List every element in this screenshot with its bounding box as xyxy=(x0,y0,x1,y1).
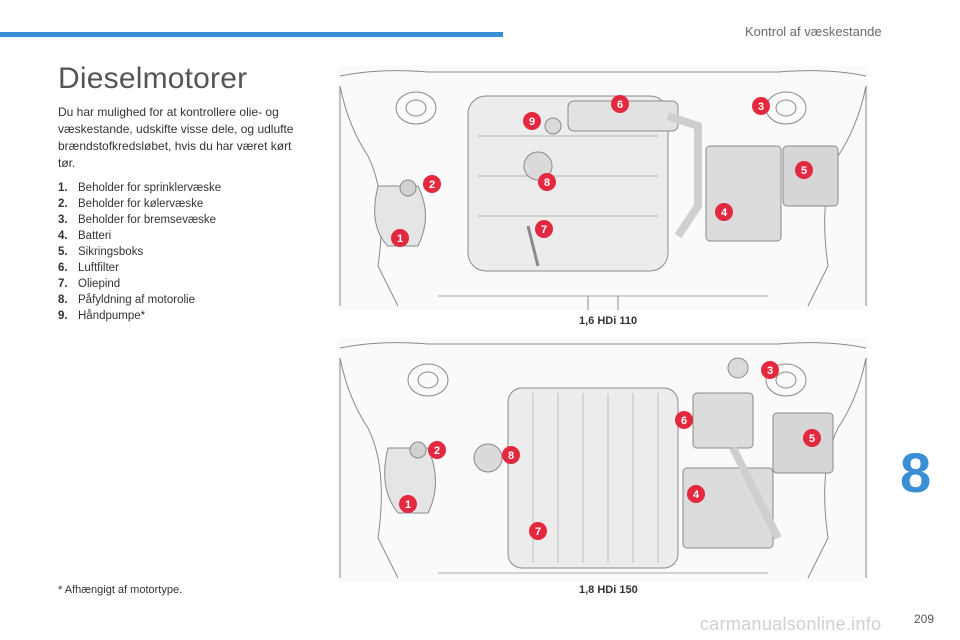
marker-5: 5 xyxy=(795,161,813,179)
svg-text:8: 8 xyxy=(508,450,514,462)
marker-6: 6 xyxy=(611,95,629,113)
page-title: Dieselmotorer xyxy=(58,62,247,96)
marker-2: 2 xyxy=(428,441,446,459)
marker-8: 8 xyxy=(538,173,556,191)
svg-text:9: 9 xyxy=(529,116,535,128)
svg-text:3: 3 xyxy=(767,365,773,377)
list-item: 8.Påfyldning af motorolie xyxy=(58,292,221,308)
list-item: 9.Håndpumpe* xyxy=(58,308,221,324)
marker-1: 1 xyxy=(391,229,409,247)
diagram-caption-1: 1,6 HDi 110 xyxy=(579,315,637,327)
svg-text:5: 5 xyxy=(809,433,815,445)
engine-bay-illustration-1: 1 2 3 4 5 6 7 8 9 xyxy=(338,66,868,310)
list-item: 2.Beholder for kølervæske xyxy=(58,196,221,212)
svg-text:6: 6 xyxy=(681,415,687,427)
svg-text:3: 3 xyxy=(758,101,764,113)
list-item: 3.Beholder for bremsevæske xyxy=(58,212,221,228)
chapter-number: 8 xyxy=(900,440,931,505)
intro-text: Du har mulighed for at kontrollere olie-… xyxy=(58,104,308,172)
diagram-caption-2: 1,8 HDi 150 xyxy=(579,584,638,596)
list-item: 7.Oliepind xyxy=(58,276,221,292)
marker-5: 5 xyxy=(803,429,821,447)
marker-4: 4 xyxy=(687,485,705,503)
marker-9: 9 xyxy=(523,112,541,130)
page-number: 209 xyxy=(914,612,934,626)
svg-text:1: 1 xyxy=(405,499,411,511)
marker-4: 4 xyxy=(715,203,733,221)
engine-bay-diagram-1: 1 2 3 4 5 6 7 8 9 xyxy=(338,66,868,310)
marker-7: 7 xyxy=(529,522,547,540)
header-accent-bar xyxy=(0,32,503,37)
svg-text:6: 6 xyxy=(617,99,623,111)
marker-3: 3 xyxy=(761,361,779,379)
section-title: Kontrol af væskestande xyxy=(745,24,882,39)
svg-text:4: 4 xyxy=(693,489,700,501)
svg-text:7: 7 xyxy=(541,224,547,236)
marker-1: 1 xyxy=(399,495,417,513)
watermark-text: carmanualsonline.info xyxy=(700,614,881,635)
svg-text:1: 1 xyxy=(397,233,403,245)
marker-3: 3 xyxy=(752,97,770,115)
svg-text:5: 5 xyxy=(801,165,807,177)
svg-text:7: 7 xyxy=(535,526,541,538)
engine-bay-diagram-2: 1 2 3 4 5 6 7 8 xyxy=(338,338,868,582)
list-item: 4.Batteri xyxy=(58,228,221,244)
list-item: 6.Luftfilter xyxy=(58,260,221,276)
marker-2: 2 xyxy=(423,175,441,193)
marker-8: 8 xyxy=(502,446,520,464)
svg-text:8: 8 xyxy=(544,177,550,189)
marker-6: 6 xyxy=(675,411,693,429)
list-item: 1.Beholder for sprinklervæske xyxy=(58,180,221,196)
svg-text:2: 2 xyxy=(434,445,440,457)
svg-text:4: 4 xyxy=(721,207,728,219)
marker-7: 7 xyxy=(535,220,553,238)
footnote: * Afhængigt af motortype. xyxy=(58,584,182,596)
engine-bay-illustration-2: 1 2 3 4 5 6 7 8 xyxy=(338,338,868,582)
svg-text:2: 2 xyxy=(429,179,435,191)
parts-list: 1.Beholder for sprinklervæske 2.Beholder… xyxy=(58,180,221,324)
list-item: 5.Sikringsboks xyxy=(58,244,221,260)
